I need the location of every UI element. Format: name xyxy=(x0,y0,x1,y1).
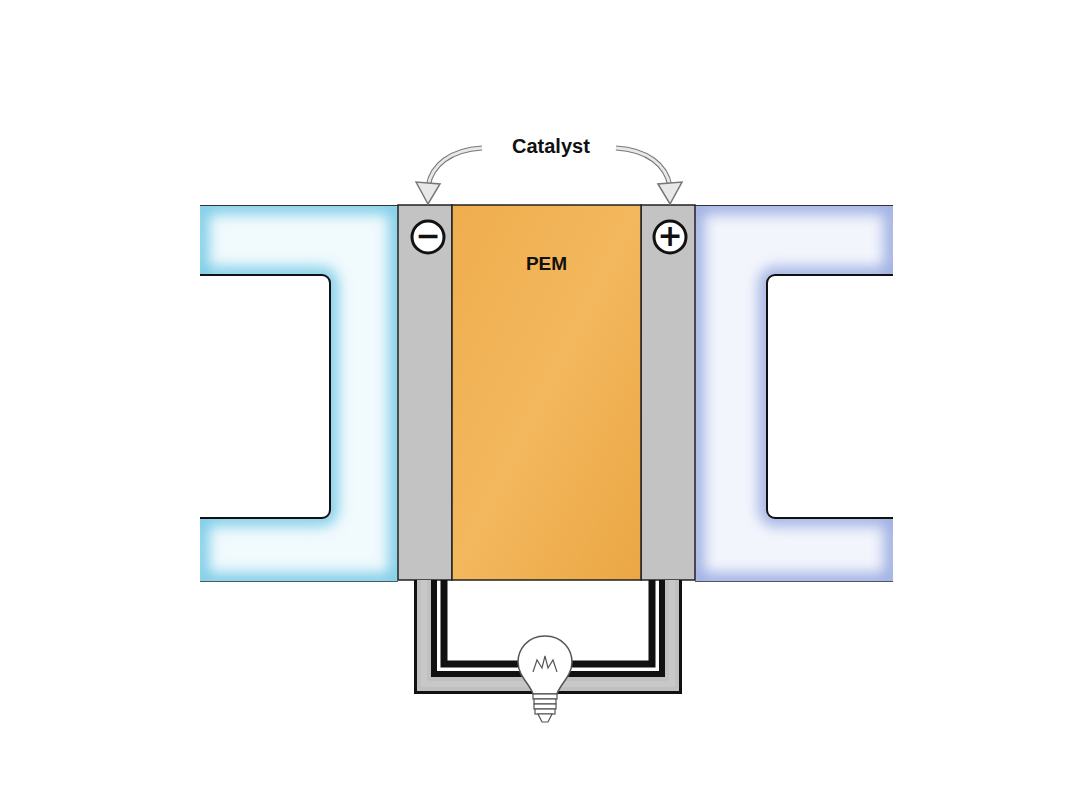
membrane-box: PEM xyxy=(452,205,641,580)
terminal-sign: + xyxy=(657,221,682,251)
positive-terminal: + xyxy=(652,219,688,255)
cathode-flow-channel xyxy=(695,205,893,582)
external-circuit-wire xyxy=(424,580,672,684)
anode-catalyst-layer xyxy=(398,205,452,580)
part-label: PEM xyxy=(526,253,567,275)
negative-terminal: − xyxy=(410,219,446,255)
callout-label: Catalyst xyxy=(509,135,593,158)
light-bulb xyxy=(518,636,572,722)
terminal-sign: − xyxy=(415,221,440,251)
membrane xyxy=(452,205,641,580)
cathode-catalyst-layer xyxy=(641,205,695,580)
anode-flow-channel xyxy=(200,205,398,582)
